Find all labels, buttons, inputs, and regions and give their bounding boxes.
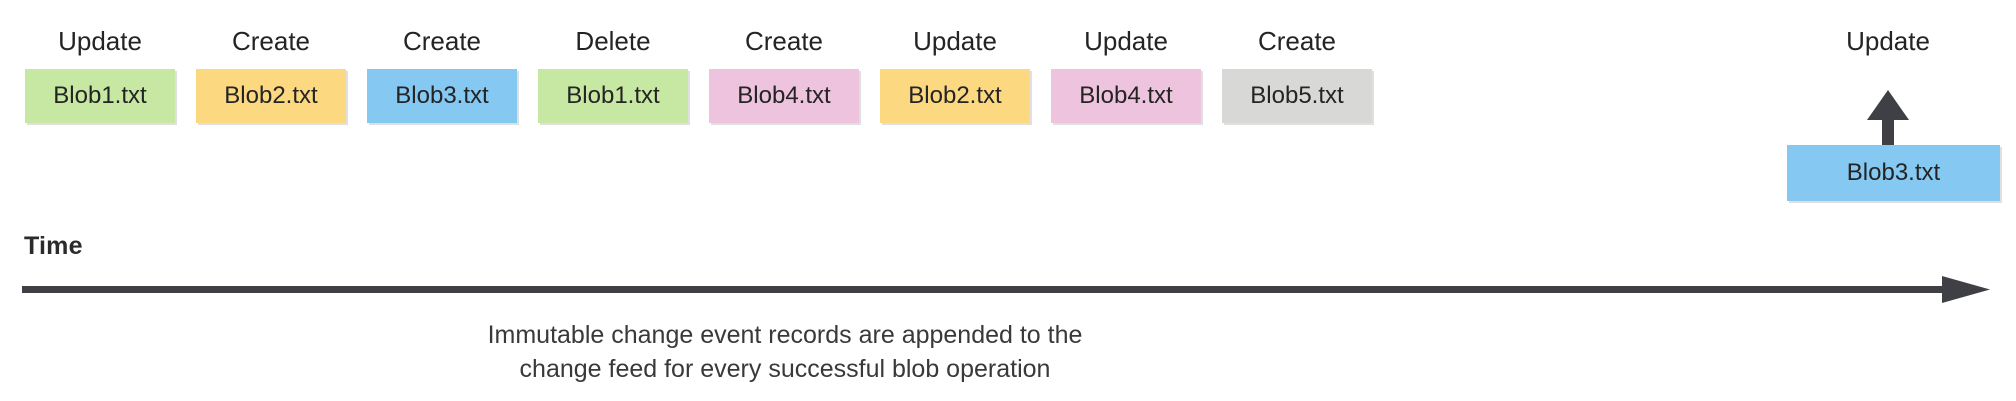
caption-line-2: change feed for every successful blob op… bbox=[519, 355, 1051, 383]
pending-operation-label: Update bbox=[1846, 26, 1930, 56]
time-axis-label: Time bbox=[24, 232, 83, 260]
blob-event-box: Blob4.txt bbox=[1051, 69, 1201, 123]
operation-label: Create bbox=[231, 26, 311, 56]
diagram-caption: Immutable change event records are appen… bbox=[0, 318, 1570, 386]
blob-name-label: Blob2.txt bbox=[908, 82, 1002, 109]
blob-name-label: Blob2.txt bbox=[224, 82, 318, 109]
operation-label: Update bbox=[1084, 26, 1168, 56]
operation-label: Update bbox=[58, 26, 142, 56]
operation-label: Create bbox=[402, 26, 482, 56]
blob-event-box: Blob5.txt bbox=[1222, 69, 1372, 123]
pending-blob-box: Blob3.txt bbox=[1787, 145, 2000, 201]
arrow-up-icon bbox=[1866, 90, 1910, 171]
blob-event-box: Blob1.txt bbox=[25, 69, 175, 123]
caption-line-1: Immutable change event records are appen… bbox=[487, 321, 1083, 349]
blob-name-label: Blob4.txt bbox=[1079, 82, 1173, 109]
blob-name-label: Blob1.txt bbox=[566, 82, 660, 109]
blob-name-label: Blob3.txt bbox=[395, 82, 489, 109]
blob-event-box: Blob2.txt bbox=[880, 69, 1030, 123]
pending-blob-label: Blob3.txt bbox=[1846, 159, 1941, 186]
blob-event-box: Blob1.txt bbox=[538, 69, 688, 123]
operation-label: Update bbox=[913, 26, 997, 56]
blob-event-box: Blob3.txt bbox=[367, 69, 517, 123]
blob-name-label: Blob5.txt bbox=[1250, 82, 1344, 109]
blob-event-box: Blob2.txt bbox=[196, 69, 346, 123]
operation-label: Create bbox=[744, 26, 824, 56]
blob-event-box: Blob4.txt bbox=[709, 69, 859, 123]
blob-name-label: Blob4.txt bbox=[737, 82, 831, 109]
operation-label: Create bbox=[1257, 26, 1337, 56]
operation-label: Delete bbox=[575, 26, 651, 56]
pending-event-column: Update bbox=[1813, 24, 1963, 166]
blob-name-label: Blob1.txt bbox=[53, 82, 147, 109]
time-axis-arrow bbox=[22, 272, 1994, 313]
